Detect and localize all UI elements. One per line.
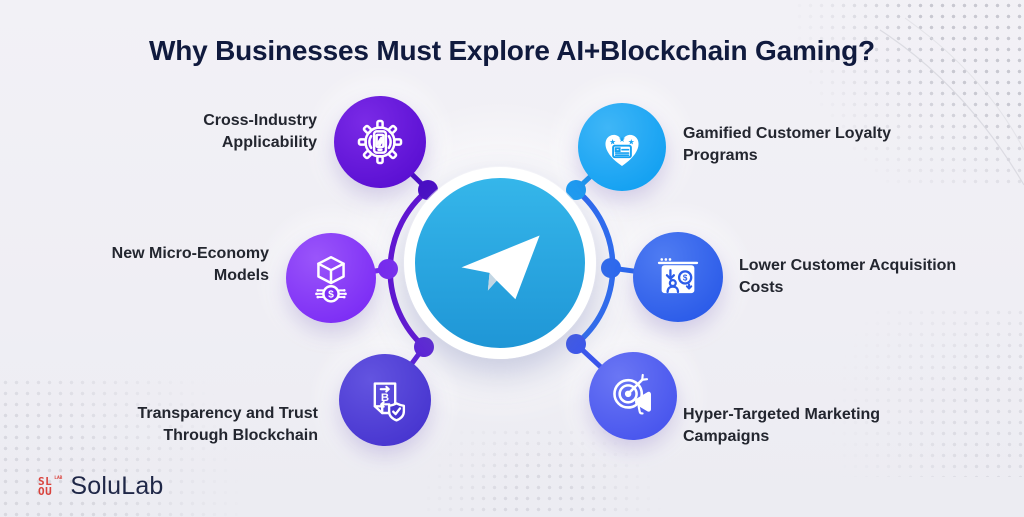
svg-text:$: $ — [683, 274, 688, 283]
label-micro-economy: New Micro-Economy Models — [111, 245, 269, 285]
svg-text:★: ★ — [609, 138, 616, 147]
junction-dot — [601, 258, 621, 278]
node-micro-economy: $ — [286, 233, 376, 323]
mark-lab-text: LAB — [54, 476, 63, 482]
junction-dot — [414, 337, 434, 357]
page-title: Why Businesses Must Explore AI+Blockchai… — [149, 34, 875, 66]
mark-row: OU — [38, 484, 53, 498]
paper-plane-icon — [461, 235, 540, 300]
label-gamified-loyalty: Gamified Customer Loyalty Programs — [683, 125, 892, 165]
node-transparency-trust: B — [339, 354, 431, 446]
node-hyper-targeted — [589, 352, 677, 440]
browser-cost-down-icon: $ — [657, 258, 699, 294]
svg-text:★: ★ — [619, 135, 626, 144]
node-lower-acquisition: $ — [633, 232, 723, 322]
label-cross-industry: Cross-Industry Applicability — [203, 112, 317, 152]
label-lower-acquisition: Lower Customer Acquisition Costs — [739, 257, 957, 297]
mark-row: SL — [38, 475, 53, 489]
solulab-logo: SL OU LAB SoluLab — [38, 472, 164, 501]
node-gamified-loyalty: ★ ★ ★ — [578, 103, 666, 191]
gear-device-icon — [357, 119, 403, 165]
loyalty-heart-stars-icon: ★ ★ ★ — [605, 134, 639, 166]
brand-name: SoluLab — [70, 472, 164, 500]
label-transparency-trust: Transparency and Trust Through Blockchai… — [137, 405, 318, 445]
junction-dot — [566, 334, 586, 354]
node-cross-industry — [334, 96, 426, 188]
telegram-logo-badge — [404, 167, 596, 359]
cube-coin-network-icon: $ — [315, 255, 347, 303]
svg-text:B: B — [381, 392, 389, 404]
svg-text:★: ★ — [628, 138, 635, 147]
svg-text:$: $ — [328, 290, 334, 301]
label-hyper-targeted: Hyper-Targeted Marketing Campaigns — [683, 406, 881, 446]
target-megaphone-icon — [613, 373, 651, 415]
junction-dot — [566, 180, 586, 200]
solulab-mark-icon: SL OU LAB — [38, 475, 63, 498]
mark-lab: LAB — [54, 476, 63, 482]
bitcoin-document-shield-icon: B — [373, 382, 406, 422]
junction-dot — [378, 259, 398, 279]
